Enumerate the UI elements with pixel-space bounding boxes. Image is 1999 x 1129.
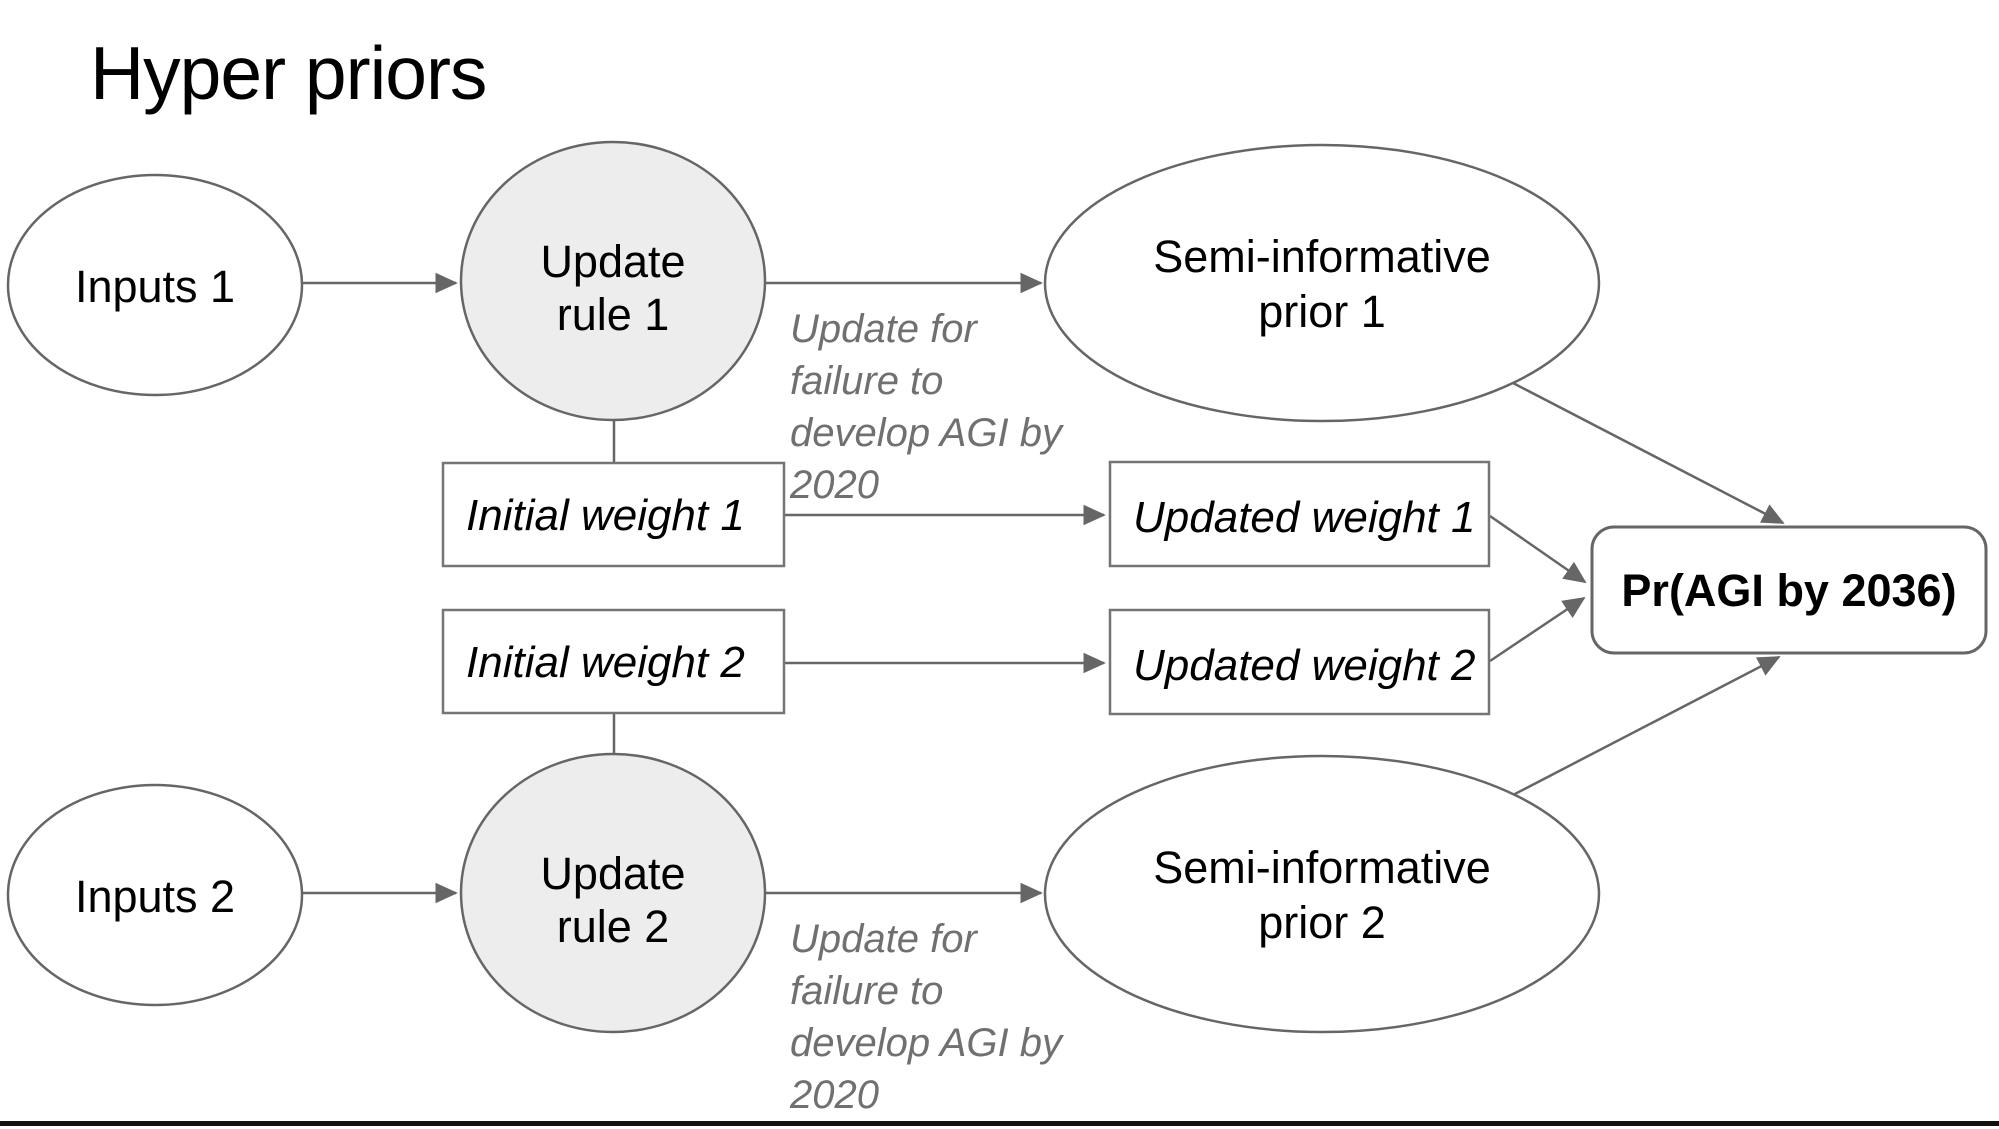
arrow-prior2-to-pr-agi <box>1512 655 1781 797</box>
arrow-prior1-to-pr-agi <box>1512 381 1785 525</box>
semi-informative-prior-1-node: Semi-informative prior 1 <box>1043 143 1601 423</box>
update-failure-label-2-line3: develop AGI by <box>790 1021 1065 1065</box>
inputs-1-label: Inputs 1 <box>75 261 235 312</box>
update-rule-2-ellipse <box>459 752 767 1034</box>
update-failure-label-2-line1: Update for <box>790 917 978 961</box>
inputs-2-label: Inputs 2 <box>75 871 235 922</box>
update-failure-label-2-line2: failure to <box>790 969 943 1013</box>
update-failure-label-1: Update for failure to develop AGI by 202… <box>789 307 1065 507</box>
updated-weight-2-box: Updated weight 2 <box>1108 608 1491 716</box>
update-rule-1-node: Update rule 1 <box>459 140 767 422</box>
semi-informative-prior-1-label-line2: prior 1 <box>1258 286 1386 337</box>
inputs-1-node: Inputs 1 <box>6 173 304 397</box>
update-failure-label-2: Update for failure to develop AGI by 202… <box>789 917 1065 1117</box>
update-failure-label-1-line4: 2020 <box>789 463 879 507</box>
update-rule-1-ellipse <box>459 140 767 422</box>
bottom-border-line <box>0 1121 1999 1126</box>
initial-weight-2-rect <box>441 608 786 715</box>
updated-weight-2-label: Updated weight 2 <box>1133 641 1475 690</box>
update-rule-1-label-line2: rule 1 <box>557 289 670 340</box>
update-rule-2-label-line1: Update <box>540 848 685 899</box>
semi-informative-prior-2-label-line2: prior 2 <box>1258 897 1386 948</box>
inputs-1-ellipse <box>6 173 304 397</box>
update-rule-2-label-line2: rule 2 <box>557 901 670 952</box>
updated-weight-1-label: Updated weight 1 <box>1133 493 1475 542</box>
pr-agi-rect <box>1590 525 1988 655</box>
arrow-updated-weight1-to-pr-agi <box>1489 514 1587 584</box>
update-failure-label-1-line1: Update for <box>790 307 978 351</box>
update-failure-label-1-line2: failure to <box>790 359 943 403</box>
pr-agi-box: Pr(AGI by 2036) <box>1590 525 1988 655</box>
semi-informative-prior-1-ellipse <box>1043 143 1601 423</box>
inputs-2-node: Inputs 2 <box>6 783 304 1007</box>
semi-informative-prior-2-label-line1: Semi-informative <box>1153 842 1491 893</box>
inputs-2-ellipse <box>6 783 304 1007</box>
semi-informative-prior-2-ellipse <box>1043 754 1601 1034</box>
initial-weight-2-label: Initial weight 2 <box>466 638 745 687</box>
initial-weight-1-label: Initial weight 1 <box>466 491 745 540</box>
initial-weight-2-box: Initial weight 2 <box>441 608 786 715</box>
update-rule-2-node: Update rule 2 <box>459 752 767 1034</box>
semi-informative-prior-1-label-line1: Semi-informative <box>1153 231 1491 282</box>
updated-weight-1-rect <box>1108 460 1491 568</box>
pr-agi-label: Pr(AGI by 2036) <box>1621 565 1956 616</box>
update-rule-1-label-line1: Update <box>540 236 685 287</box>
updated-weight-1-box: Updated weight 1 <box>1108 460 1491 568</box>
initial-weight-1-rect <box>441 461 786 568</box>
semi-informative-prior-2-node: Semi-informative prior 2 <box>1043 754 1601 1034</box>
page-title: Hyper priors <box>90 31 486 115</box>
initial-weight-1-box: Initial weight 1 <box>441 461 786 568</box>
update-failure-label-2-line4: 2020 <box>789 1073 879 1117</box>
updated-weight-2-rect <box>1108 608 1491 716</box>
arrow-updated-weight2-to-pr-agi <box>1489 596 1586 663</box>
update-failure-label-1-line3: develop AGI by <box>790 411 1065 455</box>
